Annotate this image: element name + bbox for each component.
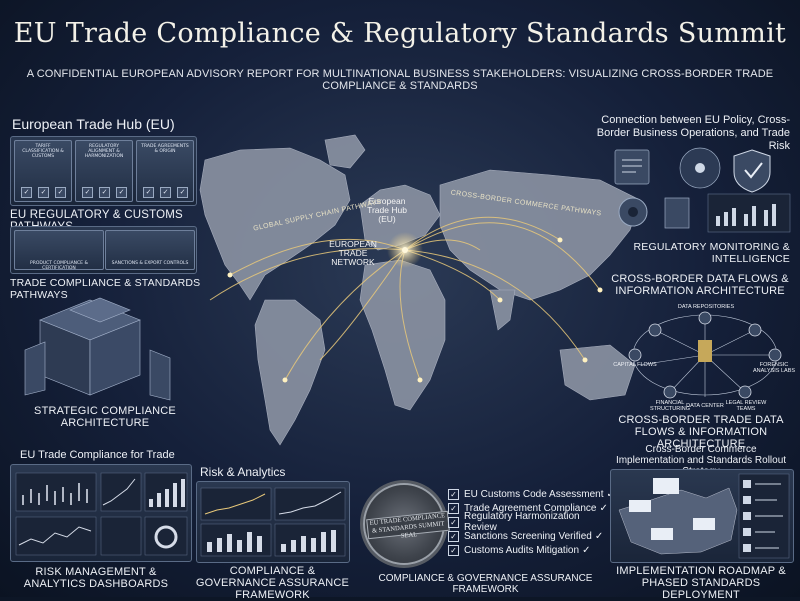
shield-icon [733, 149, 771, 193]
roadmap-graphic [618, 473, 790, 559]
eu-trade-label: EU Trade Compliance for Trade [20, 449, 175, 461]
analytics-dashboard-graphic [200, 487, 346, 557]
page-subtitle: A CONFIDENTIAL EUROPEAN ADVISORY REPORT … [26, 68, 774, 92]
card-regulatory[interactable]: REGULATORY ALIGNMENT & HARMONIZATION ✓ ✓… [75, 140, 133, 202]
checkbox-icon: ✓ [448, 488, 459, 500]
check-icon: ✓ [55, 187, 66, 198]
arc-na2 [209, 248, 406, 301]
hub-title: European Trade Hub (EU) [12, 116, 175, 132]
node-data-repos: DATA REPOSITORIES [677, 304, 735, 310]
checklist-item[interactable]: ✓Customs Audits Mitigation✓ [448, 543, 618, 557]
africa-shape [359, 259, 446, 411]
map-network-label: EUROPEAN TRADE NETWORK [329, 239, 377, 267]
card-tariff[interactable]: TARIFF CLASSIFICATION & CUSTOMS ✓ ✓ ✓ [14, 140, 72, 202]
strategic-label: STRATEGIC COMPLIANCE ARCHITECTURE [34, 405, 176, 429]
checklist-item[interactable]: ✓Sanctions Screening Verified✓ [448, 529, 618, 543]
roadmap-label: IMPLEMENTATION ROADMAP & PHASED STANDARD… [616, 565, 786, 601]
check-icon: ✓ [99, 187, 110, 198]
arc-sa [284, 249, 406, 381]
north-america-shape [199, 147, 351, 301]
cga2-label: COMPLIANCE & GOVERNANCE ASSURANCE FRAMEW… [378, 573, 593, 595]
page-title: EU Trade Compliance & Regulatory Standar… [13, 18, 787, 49]
card-agreements[interactable]: TRADE AGREEMENTS & ORIGIN ✓ ✓ ✓ [136, 140, 194, 202]
south-america-shape [254, 299, 326, 446]
checkbox-icon: ✓ [448, 502, 459, 514]
flows-1-label: CROSS-BORDER DATA FLOWS & INFORMATION AR… [611, 273, 789, 297]
check-icon: ✓ [21, 187, 32, 198]
arc-asia2 [404, 222, 601, 291]
australia-shape [559, 344, 636, 401]
node-legal: LEGAL REVIEW TEAMS [725, 400, 767, 412]
node-datacenter: DATA CENTER [686, 403, 724, 409]
pathways-2-label: TRADE COMPLIANCE & STANDARDS PATHWAYS [10, 277, 201, 301]
card-sanctions[interactable]: SANCTIONS & EXPORT CONTROLS [105, 230, 195, 270]
flows-2-label: CROSS-BORDER TRADE DATA FLOWS & INFORMAT… [618, 414, 784, 450]
checkbox-icon: ✓ [448, 530, 459, 542]
arc-sa2 [319, 249, 406, 361]
hub-cards-panel: TARIFF CLASSIFICATION & CUSTOMS ✓ ✓ ✓ RE… [10, 136, 197, 206]
greenland-shape [324, 134, 366, 169]
check-icon: ✓ [116, 187, 127, 198]
india-shape [489, 289, 516, 331]
checkbox-icon: ✓ [448, 544, 459, 556]
card-product-compliance[interactable]: PRODUCT COMPLIANCE & CERTIFICATION [14, 230, 104, 271]
check-icon: ✓ [160, 187, 171, 198]
checkbox-icon: ✓ [448, 516, 459, 528]
node-financial: FINANCIAL STRUCTURING [649, 400, 691, 412]
arc-asia [404, 216, 561, 251]
monitoring-label: REGULATORY MONITORING & INTELLIGENCE [633, 241, 790, 265]
europe-shape [359, 184, 441, 251]
checklist-item[interactable]: ✓Trade Agreement Compliance✓ [448, 501, 618, 515]
arc-na [229, 238, 406, 276]
roadmap-panel[interactable] [610, 469, 794, 563]
server-icon [664, 197, 690, 229]
check-icon: ✓ [82, 187, 93, 198]
risk-label: RISK MANAGEMENT & ANALYTICS DASHBOARDS [23, 566, 169, 590]
pathways-cards-panel: PRODUCT COMPLIANCE & CERTIFICATION SANCT… [10, 226, 197, 274]
node-capital-flows: CAPITAL FLOWS [613, 362, 657, 368]
check-icon: ✓ [177, 187, 188, 198]
arc-aus [404, 249, 586, 361]
monitor-panel [707, 193, 791, 233]
analytics-dashboard-panel[interactable] [196, 481, 350, 563]
summit-seal: EU TRADE COMPLIANCE & STANDARDS SUMMIT S… [363, 483, 450, 565]
document-icon [614, 149, 650, 185]
connection-label: Connection between EU Policy, Cross-Bord… [596, 114, 790, 152]
risk-dashboard-graphic [15, 472, 188, 556]
node-forensic: FORENSIC ANALYSIS LABS [752, 362, 796, 374]
check-icon: ✓ [38, 187, 49, 198]
check-icon: ✓ [143, 187, 154, 198]
map-hub-label: European Trade Hub (EU) [367, 196, 407, 224]
risk-dashboard-panel[interactable] [10, 464, 192, 562]
